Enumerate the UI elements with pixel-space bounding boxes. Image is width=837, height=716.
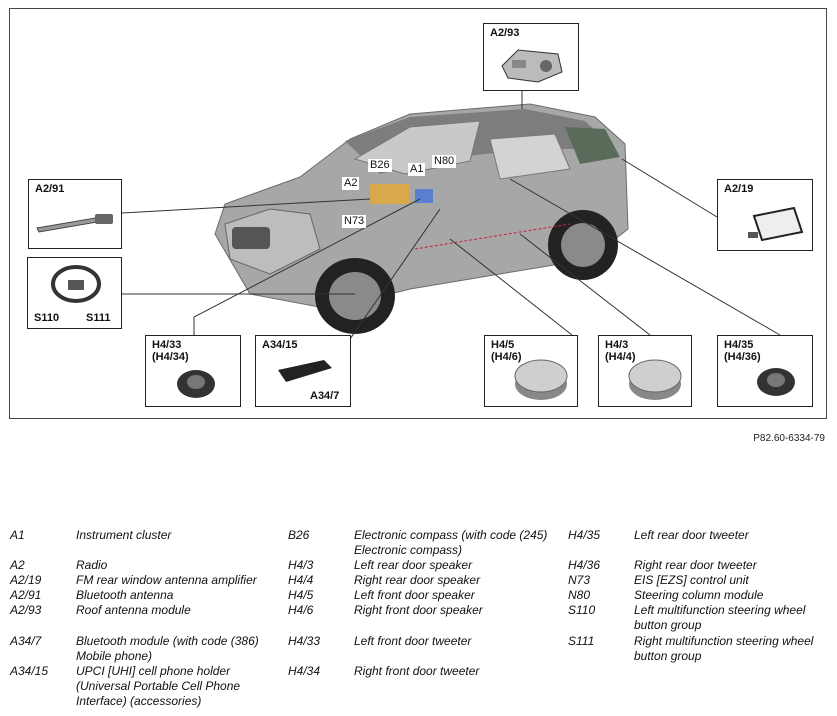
s111-label: S111 bbox=[84, 312, 113, 325]
legend-description: Instrument cluster bbox=[76, 528, 172, 542]
legend-description: Left multifunction steering wheel button… bbox=[634, 603, 806, 632]
legend-description: Right rear door tweeter bbox=[634, 558, 757, 572]
legend-description: FM rear window antenna amplifier bbox=[76, 573, 257, 587]
tag-a1: A1 bbox=[408, 163, 426, 176]
s110-label: S110 bbox=[32, 312, 62, 325]
callout-a2-93: A2/93 bbox=[483, 23, 579, 91]
callout-steering-wheel: S110 S111 bbox=[27, 257, 122, 329]
legend-description: Bluetooth antenna bbox=[76, 588, 174, 602]
radio-highlight bbox=[370, 184, 410, 204]
legend-description: Roof antenna module bbox=[76, 603, 191, 617]
tag-n73: N73 bbox=[342, 215, 367, 228]
legend-description: Right rear door speaker bbox=[354, 573, 481, 587]
legend-description: EIS [EZS] control unit bbox=[634, 573, 749, 587]
car-grille bbox=[232, 227, 270, 249]
diagram-graphics bbox=[121, 79, 781, 340]
legend-code: H4/35 bbox=[568, 528, 601, 542]
legend-code: A34/15 bbox=[10, 664, 49, 678]
callout-label: A2/93 bbox=[490, 27, 520, 39]
reference-id: P82.60-6334-79 bbox=[753, 433, 825, 444]
phone-holder-icon bbox=[278, 360, 332, 382]
tweeter-icon bbox=[177, 370, 215, 398]
legend-code: A1 bbox=[10, 528, 25, 542]
legend-description: Left front door speaker bbox=[354, 588, 475, 602]
callout-label: A2/91 bbox=[35, 183, 65, 195]
car-illustration bbox=[214, 103, 629, 334]
legend-code: H4/4 bbox=[288, 573, 314, 587]
legend-code: H4/3 bbox=[288, 558, 314, 572]
rear-door-speaker-icon bbox=[628, 359, 682, 400]
callout-label: H4/5 (H4/6) bbox=[491, 339, 522, 363]
legend-description: Bluetooth module (with code (386) Mobile… bbox=[76, 634, 259, 663]
tag-n80: N80 bbox=[432, 155, 457, 168]
legend-code: A2 bbox=[10, 558, 25, 572]
legend-description: Steering column module bbox=[634, 588, 764, 602]
legend-description: Left front door tweeter bbox=[354, 634, 472, 648]
legend-code: A2/91 bbox=[10, 588, 42, 602]
diagram-frame: A2/93 A2/91 A2/19 S110 S111 H4/33 (H4/34… bbox=[9, 8, 827, 419]
legend-description: Right front door speaker bbox=[354, 603, 483, 617]
legend-code: A34/7 bbox=[10, 634, 42, 648]
legend-description: Radio bbox=[76, 558, 108, 572]
legend-code: H4/34 bbox=[288, 664, 321, 678]
roof-antenna-icon bbox=[501, 49, 563, 83]
a34-7-label: A34/7 bbox=[308, 390, 342, 403]
legend-code: A2/19 bbox=[10, 573, 42, 587]
legend-description: Right front door tweeter bbox=[354, 664, 480, 678]
fm-amplifier-icon bbox=[748, 206, 804, 242]
callout-label: H4/35 (H4/36) bbox=[724, 339, 761, 363]
callout-a34-15: A34/15 A34/7 bbox=[255, 335, 351, 407]
legend-code: S110 bbox=[568, 603, 596, 617]
callout-a2-91: A2/91 bbox=[28, 179, 122, 249]
legend-code: A2/93 bbox=[10, 603, 42, 617]
front-door-speaker-icon bbox=[514, 359, 568, 400]
callout-h4-35: H4/35 (H4/36) bbox=[717, 335, 813, 407]
legend-code: H4/6 bbox=[288, 603, 314, 617]
callout-label: A34/15 bbox=[262, 339, 298, 351]
legend-description: Right multifunction steering wheel butto… bbox=[634, 634, 814, 663]
callout-a2-19: A2/19 bbox=[717, 179, 813, 251]
legend-code: H4/33 bbox=[288, 634, 321, 648]
legend-code: H4/36 bbox=[568, 558, 601, 572]
module-highlight bbox=[415, 189, 433, 203]
legend-description: Electronic compass (with code (245) Elec… bbox=[354, 528, 548, 557]
bluetooth-antenna-icon bbox=[36, 214, 113, 233]
legend-code: N73 bbox=[568, 573, 591, 587]
legend-code: N80 bbox=[568, 588, 591, 602]
legend-description: Left rear door tweeter bbox=[634, 528, 749, 542]
steering-wheel-icon bbox=[51, 265, 101, 303]
callout-label: H4/33 (H4/34) bbox=[152, 339, 189, 363]
legend-code: H4/5 bbox=[288, 588, 314, 602]
callout-label: A2/19 bbox=[724, 183, 754, 195]
rear-tweeter-icon bbox=[757, 368, 795, 396]
callout-h4-3: H4/3 (H4/4) bbox=[598, 335, 692, 407]
legend-description: UPCI [UHI] cell phone holder (Universal … bbox=[76, 664, 241, 708]
legend-code: S111 bbox=[568, 634, 595, 648]
legend-description: Left rear door speaker bbox=[354, 558, 473, 572]
callout-h4-33: H4/33 (H4/34) bbox=[145, 335, 241, 407]
tag-a2: A2 bbox=[342, 177, 360, 190]
tag-b26: B26 bbox=[368, 159, 392, 172]
legend-code: B26 bbox=[288, 528, 310, 542]
callout-label: H4/3 (H4/4) bbox=[605, 339, 636, 363]
callout-h4-5: H4/5 (H4/6) bbox=[484, 335, 578, 407]
